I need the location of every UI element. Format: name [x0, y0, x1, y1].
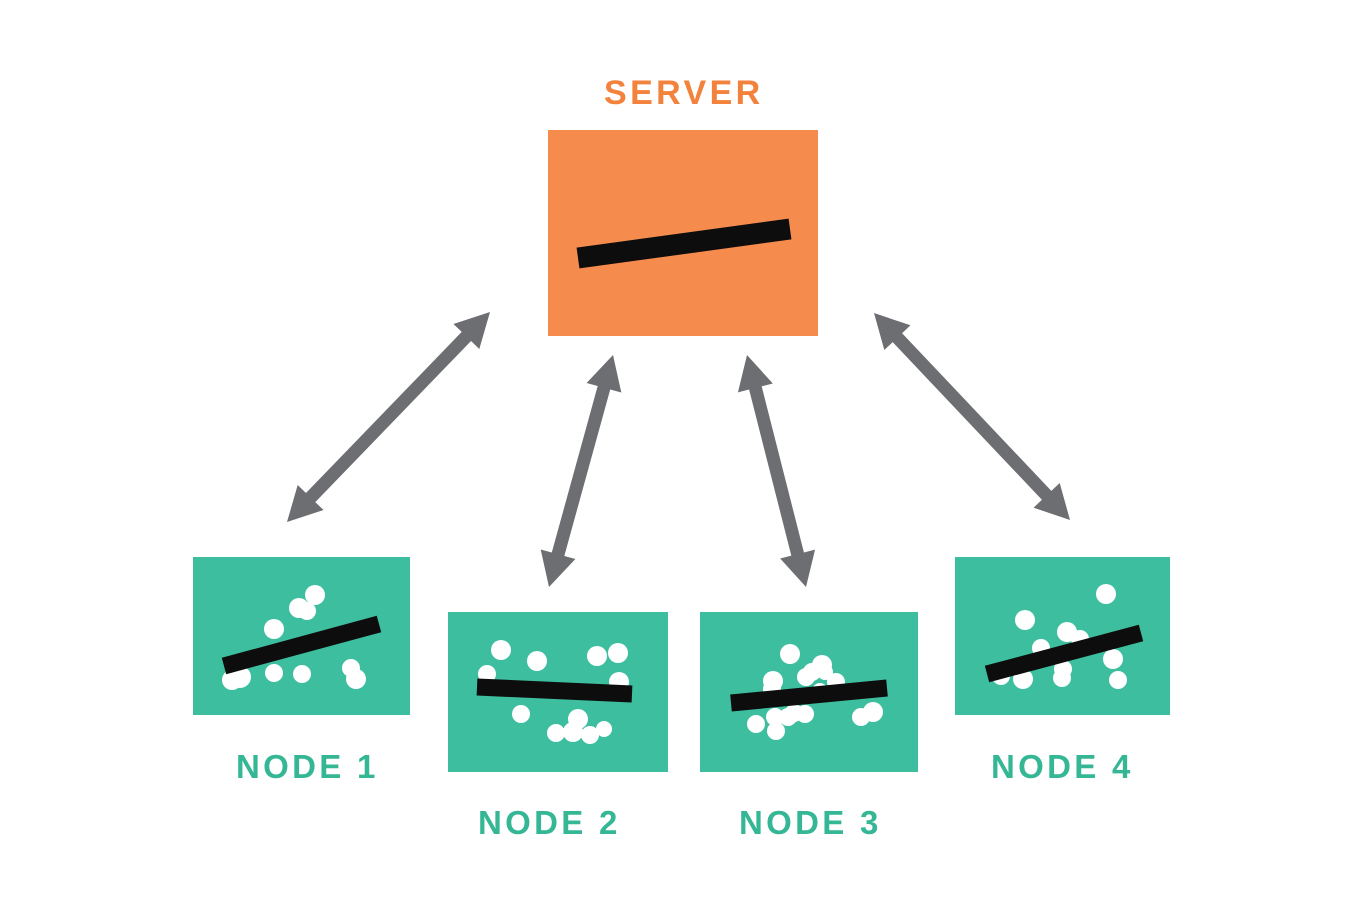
data-point — [587, 646, 607, 666]
data-point — [264, 619, 284, 639]
data-point — [265, 664, 283, 682]
data-point — [608, 643, 628, 663]
server-node2-arrow — [540, 355, 622, 587]
node-model-line-4 — [984, 624, 1144, 683]
data-point — [1109, 671, 1127, 689]
data-point — [293, 665, 311, 683]
data-point — [512, 705, 530, 723]
node-label-2: NODE 2 — [478, 804, 621, 841]
data-point — [305, 585, 325, 605]
server-node3-arrow — [737, 355, 816, 587]
node-group-4 — [955, 557, 1170, 715]
node-group-1 — [193, 557, 410, 715]
server-global-model-line — [576, 218, 792, 269]
data-point — [1103, 649, 1123, 669]
data-point — [747, 715, 765, 733]
data-point — [1053, 669, 1071, 687]
node-model-line-3 — [730, 679, 888, 712]
data-point — [547, 724, 565, 742]
data-point — [491, 640, 511, 660]
data-point — [766, 708, 784, 726]
node-group-3 — [700, 612, 918, 772]
node-model-line-2 — [476, 678, 633, 703]
data-point — [1015, 610, 1035, 630]
data-point — [563, 722, 583, 742]
data-point — [797, 668, 815, 686]
node-label-4: NODE 4 — [991, 748, 1134, 785]
data-point — [581, 726, 599, 744]
data-point — [222, 670, 242, 690]
server-node4-arrow — [874, 313, 1070, 520]
node-box-1[interactable] — [193, 557, 410, 715]
data-point — [780, 644, 800, 664]
data-point — [478, 665, 496, 683]
data-point — [346, 669, 366, 689]
data-point — [596, 721, 612, 737]
server-label: SERVER — [604, 74, 764, 112]
data-point — [527, 651, 547, 671]
server-node1-arrow — [287, 312, 490, 522]
data-point — [817, 664, 833, 680]
node-label-3: NODE 3 — [739, 804, 882, 841]
node-label-1: NODE 1 — [236, 748, 379, 785]
data-point — [863, 702, 883, 722]
data-point — [796, 705, 814, 723]
data-point — [767, 722, 785, 740]
node-model-line-1 — [221, 615, 382, 675]
node-group-2 — [448, 612, 668, 772]
data-point — [1096, 584, 1116, 604]
data-point — [298, 602, 316, 620]
